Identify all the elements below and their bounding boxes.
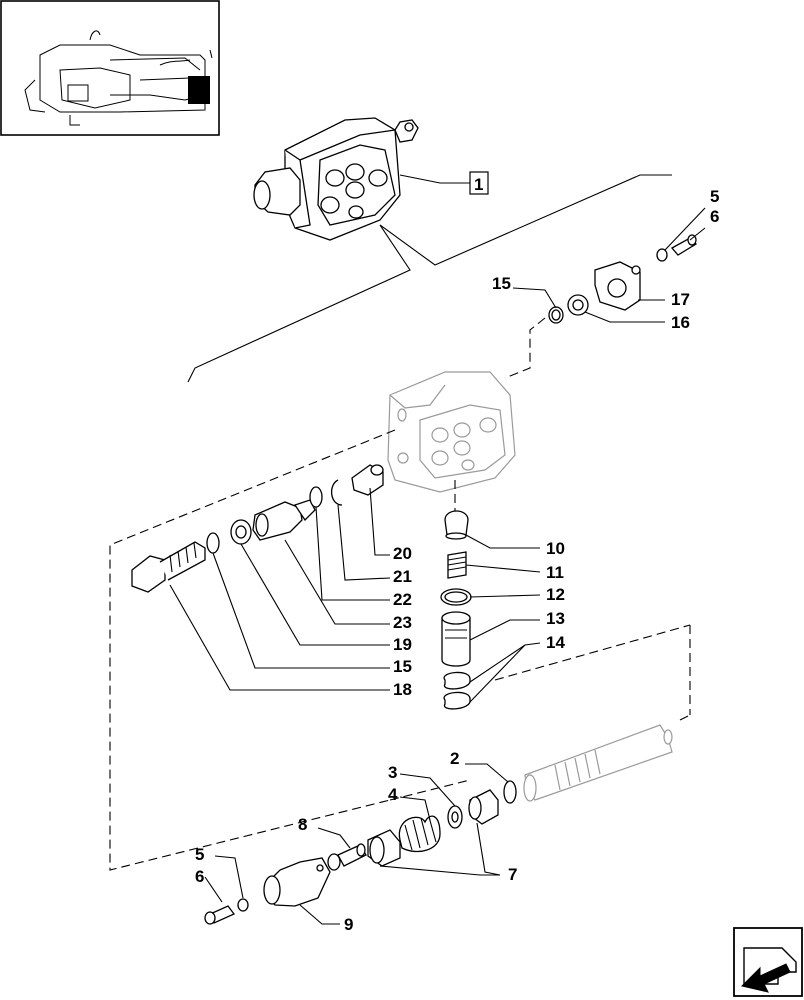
valve-section-assembly: [253, 117, 419, 241]
callout-label-17: 17: [671, 290, 690, 309]
assembly-dashed-lines: [109, 317, 691, 871]
part-19-washer: [230, 519, 252, 545]
callouts-left-cartridge: 20 21 22 23 19 15 18: [169, 487, 412, 699]
callout-label-5-upper: 5: [710, 187, 719, 206]
tractor-location-thumbnail[interactable]: [0, 0, 220, 136]
part-22-ring: [309, 486, 323, 508]
callout-label-19: 19: [393, 635, 412, 654]
callout-label-13: 13: [546, 609, 565, 628]
part-2-oring: [503, 780, 517, 804]
callout-label-4: 4: [388, 785, 398, 804]
callout-1: 1: [399, 171, 489, 195]
part-7-spring-cup-right: [468, 789, 499, 825]
callouts-lower: 2 3 4 8 7 9 5 6: [195, 749, 517, 934]
callout-label-15-upper: 15: [492, 274, 511, 293]
part-3-washer: [447, 805, 463, 829]
part-6-bolt-lower: [204, 905, 236, 925]
callout-label-9: 9: [344, 915, 353, 934]
callout-label-20: 20: [393, 544, 412, 563]
callout-label-21: 21: [393, 567, 412, 586]
part-7-spring-cup-left: [367, 829, 401, 867]
callout-label-15-left: 15: [393, 657, 412, 676]
callout-label-14: 14: [546, 633, 565, 652]
callout-label-5-lower: 5: [195, 845, 204, 864]
part-20-plug: [351, 464, 384, 496]
part-9-end-cap: [263, 857, 331, 907]
part-5-washer-lower: [237, 898, 249, 912]
part-14-rings: [443, 671, 471, 710]
callout-label-8: 8: [298, 815, 307, 834]
callout-label-10: 10: [546, 539, 565, 558]
spool-ghost: [523, 724, 673, 802]
callout-label-16: 16: [671, 313, 690, 332]
callout-label-22: 22: [393, 590, 412, 609]
part-12-oring: [440, 588, 472, 606]
part-10-poppet: [444, 510, 469, 540]
part-17-flange: [594, 261, 641, 311]
part-16-washer: [567, 294, 589, 316]
callout-label-12: 12: [546, 585, 565, 604]
callout-label-11: 11: [546, 563, 564, 582]
callout-label-3: 3: [388, 763, 397, 782]
next-page-arrow-icon[interactable]: [733, 927, 803, 997]
part-11-spring: [447, 551, 467, 579]
part-21-circlip: [331, 479, 343, 506]
section-break-lines: [187, 174, 672, 383]
valve-body-ghost: [387, 371, 516, 493]
part-15-ring-upper: [548, 306, 564, 324]
part-8-screw: [327, 843, 367, 871]
part-15-ring-left: [206, 532, 220, 554]
part-5-washer-upper: [656, 248, 668, 262]
part-18-bolt: [131, 541, 206, 593]
callouts-upper-right: 5 6 15 17 16: [492, 187, 719, 332]
part-4-spring: [398, 815, 441, 853]
callout-label-23: 23: [393, 613, 412, 632]
callouts-vertical-stack: 10 11 12 13 14: [465, 534, 565, 703]
callout-label-2: 2: [450, 749, 459, 768]
callout-label-6-lower: 6: [195, 867, 204, 886]
callout-label-6-upper: 6: [710, 207, 719, 226]
part-13-sleeve: [441, 611, 471, 667]
callout-label-18: 18: [393, 680, 412, 699]
callout-label-1: 1: [474, 175, 483, 194]
callout-label-7: 7: [508, 865, 517, 884]
part-23-cartridge: [252, 499, 316, 541]
